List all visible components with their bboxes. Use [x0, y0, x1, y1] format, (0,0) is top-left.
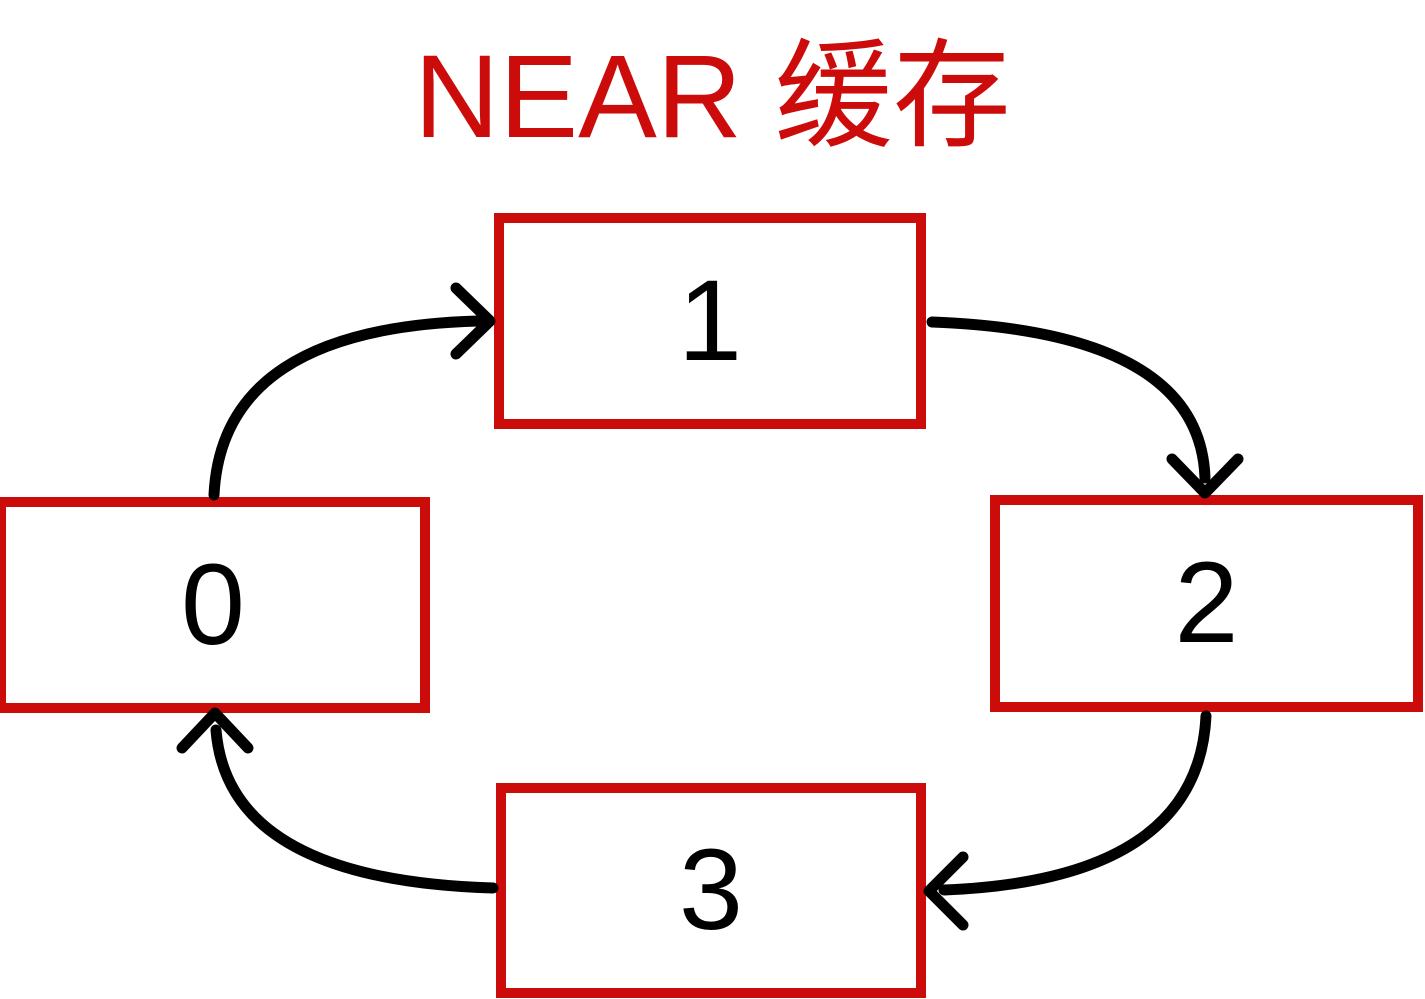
edge-curve-1-2: [926, 316, 1211, 484]
edge-curve-3-0: [210, 724, 499, 894]
node-box-2: 2: [990, 495, 1423, 712]
edge-curve-0-1: [208, 315, 484, 501]
node-box-0: 0: [0, 497, 430, 713]
edge-arrow-1-to-2: [926, 316, 1244, 499]
edge-arrow-2-to-3: [923, 710, 1212, 931]
diagram-title: NEAR 缓存: [414, 31, 1011, 163]
edge-curve-2-3: [938, 710, 1212, 896]
edge-arrow-0-to-1: [208, 282, 496, 501]
edge-arrowhead-0-1: [450, 282, 496, 360]
node-box-1: 1: [494, 213, 926, 429]
edge-arrowhead-2-3: [923, 851, 969, 931]
node-label-3: 3: [679, 826, 743, 954]
edge-arrow-3-to-0: [176, 707, 499, 894]
edge-arrowhead-1-2: [1166, 453, 1244, 499]
node-box-3: 3: [496, 783, 926, 998]
edge-arrowhead-3-0: [176, 707, 254, 754]
node-label-0: 0: [181, 540, 245, 669]
node-label-2: 2: [1174, 539, 1239, 667]
node-label-1: 1: [678, 256, 742, 385]
